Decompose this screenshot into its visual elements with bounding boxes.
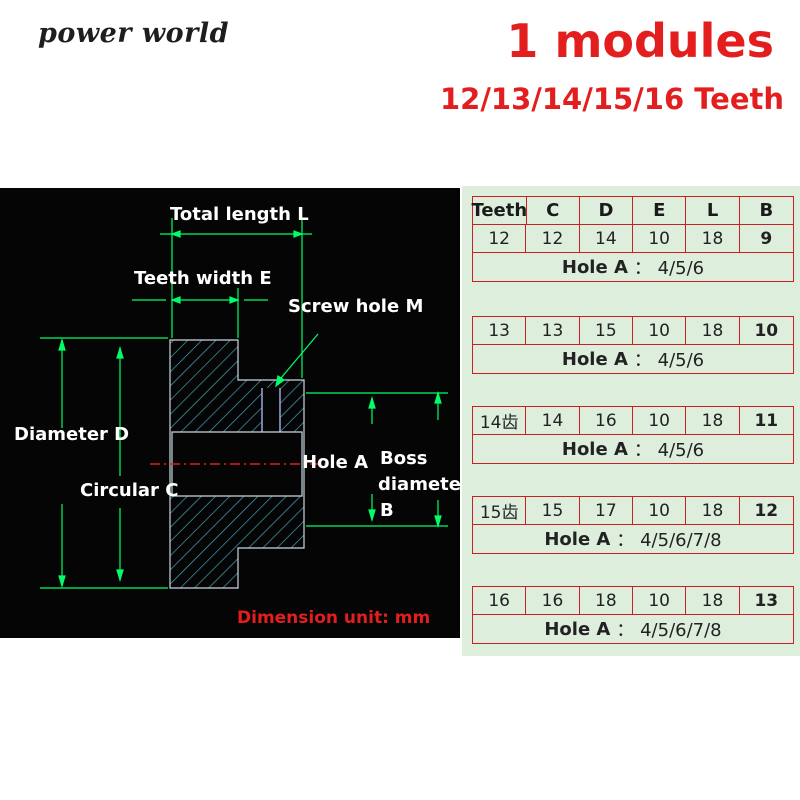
header-d: D	[580, 197, 634, 224]
gear-drawing: Total length L Teeth width E Screw hole …	[0, 188, 470, 638]
hole-row: Hole A： 4/5/6	[473, 435, 793, 463]
cell-d: 16	[580, 407, 633, 434]
spec-group-14: 14齿 14 16 10 18 11 Hole A： 4/5/6	[472, 406, 794, 464]
hole-row: Hole A： 4/5/6/7/8	[473, 615, 793, 643]
teeth-width-label: Teeth width E	[134, 268, 272, 289]
cell-l: 18	[686, 407, 740, 434]
cell-teeth: 16	[473, 587, 527, 614]
cell-teeth: 14齿	[473, 407, 527, 434]
cell-teeth: 12	[473, 225, 527, 252]
table-row: 12 12 14 10 18 9	[473, 225, 793, 253]
hole-a-label: Hole A	[302, 452, 369, 473]
screw-hole-label: Screw hole M	[288, 296, 424, 317]
dimension-unit-note: Dimension unit: mm	[237, 608, 431, 628]
cell-d: 17	[580, 497, 633, 524]
total-length-label: Total length L	[170, 204, 309, 225]
cell-e: 10	[633, 317, 687, 344]
boss-label: Boss	[380, 448, 428, 469]
cell-d: 18	[580, 587, 633, 614]
hole-row: Hole A： 4/5/6	[473, 345, 793, 373]
hole-row: Hole A： 4/5/6/7/8	[473, 525, 793, 553]
cell-l: 18	[686, 317, 740, 344]
header-l: L	[686, 197, 740, 224]
hole-label: Hole A	[561, 438, 628, 460]
cell-l: 18	[686, 225, 740, 252]
brand-name: power world	[38, 18, 230, 49]
cell-c: 15	[526, 497, 580, 524]
table-row: 15齿 15 17 10 18 12	[473, 497, 793, 525]
cell-teeth: 15齿	[473, 497, 527, 524]
cell-e: 10	[633, 225, 687, 252]
gear-cross-section	[40, 218, 448, 589]
spec-group-12: Teeth C D E L B 12 12 14 10 18 9 Hole A：…	[471, 196, 794, 282]
table-row: 13 13 15 10 18 10	[473, 317, 793, 345]
hole-label: Hole A	[544, 618, 611, 640]
hole-label: Hole A	[561, 256, 628, 278]
hole-row: Hole A： 4/5/6	[473, 253, 793, 281]
cell-c: 14	[526, 407, 580, 434]
cell-teeth: 13	[473, 317, 527, 344]
boss-b-label: B	[380, 500, 394, 521]
gear-body	[169, 339, 305, 589]
circular-c-label: Circular C	[80, 480, 179, 501]
page-title: 1 modules	[506, 14, 774, 68]
cell-c: 13	[526, 317, 580, 344]
cell-e: 10	[633, 587, 687, 614]
cell-c: 16	[526, 587, 580, 614]
cell-l: 18	[686, 497, 740, 524]
cell-d: 14	[580, 225, 633, 252]
hole-label: Hole A	[561, 348, 628, 370]
diameter-d-label: Diameter D	[14, 424, 130, 445]
cell-b: 10	[754, 320, 779, 341]
cell-b: 13	[754, 590, 779, 611]
header-b: B	[759, 200, 774, 221]
spec-table: Teeth C D E L B 12 12 14 10 18 9 Hole A：…	[462, 186, 800, 656]
hole-value: ： 4/5/6	[633, 350, 705, 371]
hole-value: ： 4/5/6	[633, 440, 705, 461]
cell-d: 15	[580, 317, 633, 344]
cell-e: 10	[633, 407, 687, 434]
boss-diameter-label: diameter	[378, 474, 470, 495]
header-teeth: Teeth	[471, 197, 527, 224]
spec-group-13: 13 13 15 10 18 10 Hole A： 4/5/6	[472, 316, 794, 374]
hole-value: ： 4/5/6/7/8	[616, 530, 722, 551]
spec-group-16: 16 16 18 10 18 13 Hole A： 4/5/6/7/8	[472, 586, 794, 644]
spec-group-15: 15齿 15 17 10 18 12 Hole A： 4/5/6/7/8	[472, 496, 794, 554]
cell-e: 10	[633, 497, 687, 524]
cell-b: 11	[754, 410, 779, 431]
table-row: 14齿 14 16 10 18 11	[473, 407, 793, 435]
cell-b: 12	[754, 500, 779, 521]
cell-b: 9	[760, 228, 773, 249]
cell-c: 12	[526, 225, 580, 252]
header-c: C	[527, 197, 580, 224]
table-header-row: Teeth C D E L B	[471, 197, 793, 225]
table-row: 16 16 18 10 18 13	[473, 587, 793, 615]
hole-value: ： 4/5/6/7/8	[616, 620, 722, 641]
hole-label: Hole A	[544, 528, 611, 550]
header-e: E	[633, 197, 687, 224]
page-subtitle: 12/13/14/15/16 Teeth	[439, 82, 784, 116]
hole-value: ： 4/5/6	[633, 258, 705, 279]
cell-l: 18	[686, 587, 740, 614]
